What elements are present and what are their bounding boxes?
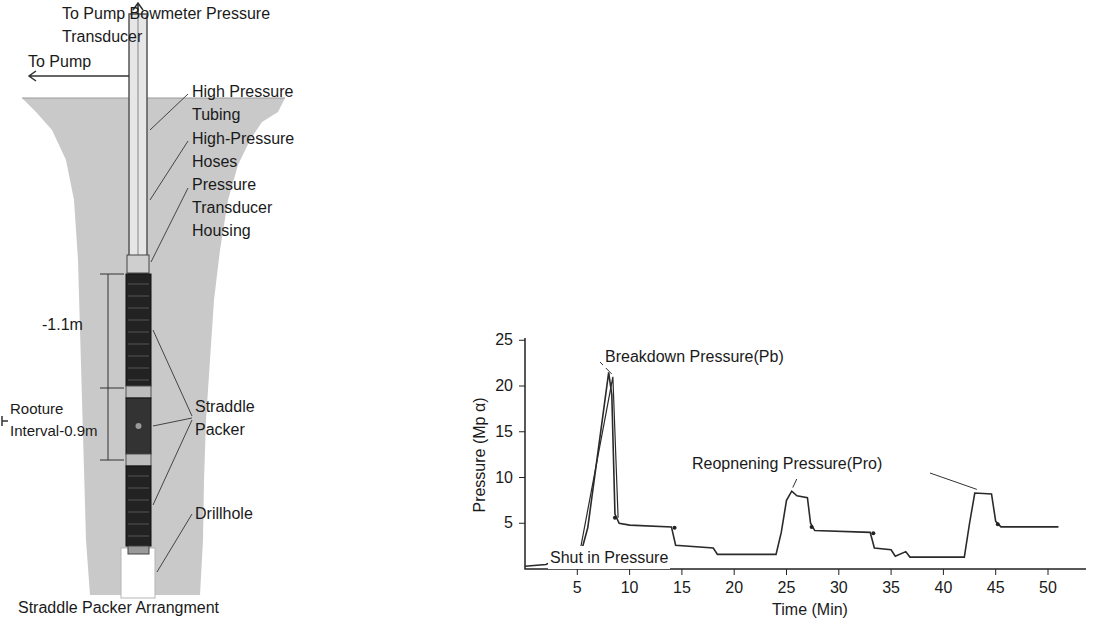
transducer-housing bbox=[127, 255, 149, 273]
x-tick-label: 30 bbox=[830, 576, 848, 599]
chart-leader-line bbox=[793, 479, 797, 488]
high-pressure-tubing bbox=[129, 14, 147, 274]
y-tick-label: 15 bbox=[495, 420, 513, 443]
caption-label: To Pump Bowmeter Pressure Transducer bbox=[62, 2, 272, 48]
ground-shading bbox=[22, 98, 285, 595]
x-tick-label: 50 bbox=[1039, 576, 1057, 599]
y-tick bbox=[519, 477, 525, 478]
y-tick-label: 10 bbox=[495, 466, 513, 489]
data-dot bbox=[810, 525, 814, 529]
packer-rib bbox=[128, 308, 149, 309]
figure-caption: Straddle Packer Arrangment bbox=[18, 596, 219, 619]
y-tick bbox=[519, 340, 525, 341]
to-pump-line bbox=[29, 71, 129, 81]
y-tick-label: 20 bbox=[495, 374, 513, 397]
data-dot bbox=[673, 526, 677, 530]
packer-rib bbox=[128, 488, 149, 489]
x-tick-label: 40 bbox=[934, 576, 952, 599]
dimension-lines bbox=[100, 274, 124, 460]
packer-rib bbox=[128, 536, 149, 537]
interval-marker bbox=[2, 416, 8, 426]
x-tick-label: 5 bbox=[573, 576, 582, 599]
axis-title: Time (Min) bbox=[772, 598, 848, 621]
part-label: Drillhole bbox=[195, 502, 253, 525]
pressure-time-chart bbox=[519, 338, 1086, 575]
packer-rib bbox=[128, 344, 149, 345]
packer-rib bbox=[128, 332, 149, 333]
leader-lines bbox=[150, 94, 192, 572]
data-dot bbox=[871, 531, 875, 535]
rupture-interval-section bbox=[126, 398, 151, 454]
packer-texture bbox=[128, 284, 149, 536]
pressure-curve-trace bbox=[579, 377, 618, 555]
packer-rib bbox=[128, 524, 149, 525]
x-tick-label: 15 bbox=[673, 576, 691, 599]
data-dot bbox=[613, 516, 617, 520]
y-tick bbox=[519, 431, 525, 432]
packer-end-cap bbox=[128, 546, 149, 554]
lower-packer bbox=[126, 466, 151, 546]
part-label: High Pressure Tubing bbox=[192, 80, 312, 126]
packer-rib bbox=[128, 284, 149, 285]
y-tick-label: 5 bbox=[504, 512, 513, 535]
axis-title: Pressure (Mp α) bbox=[468, 397, 491, 512]
chart-axes bbox=[525, 338, 1086, 569]
y-tick bbox=[519, 386, 525, 387]
tubing-inner-line bbox=[138, 14, 139, 274]
x-tick-label: 25 bbox=[778, 576, 796, 599]
pipe-label: To Pump bbox=[28, 50, 91, 73]
x-tick bbox=[681, 569, 682, 575]
x-tick-label: 45 bbox=[987, 576, 1005, 599]
x-tick bbox=[943, 569, 944, 575]
dimension-label: Rooture Interval-0.9m bbox=[10, 398, 106, 442]
packer-rib bbox=[128, 320, 149, 321]
drillhole bbox=[121, 548, 155, 598]
packer-rib bbox=[128, 368, 149, 369]
x-tick bbox=[995, 569, 996, 575]
annotation-label: Reopnening Pressure(Pro) bbox=[690, 452, 884, 475]
packer-rib bbox=[128, 476, 149, 477]
part-label: Pressure Transducer Housing bbox=[192, 173, 292, 243]
dimension-label: -1.1m bbox=[42, 313, 83, 336]
packer-rib bbox=[128, 512, 149, 513]
x-tick bbox=[577, 569, 578, 575]
pressure-curve bbox=[525, 372, 1058, 566]
y-tick-label: 25 bbox=[495, 329, 513, 352]
chart-leader-line bbox=[930, 473, 977, 489]
part-label: High-Pressure Hoses bbox=[192, 127, 312, 173]
x-tick-label: 10 bbox=[621, 576, 639, 599]
packer-rib bbox=[128, 380, 149, 381]
packer-band bbox=[126, 386, 151, 398]
annotation-label: Shut in Pressure bbox=[548, 546, 670, 569]
y-tick bbox=[519, 523, 525, 524]
packer-rib bbox=[128, 356, 149, 357]
packer-rib bbox=[128, 296, 149, 297]
upper-packer bbox=[126, 274, 151, 386]
injection-port bbox=[136, 423, 142, 429]
packer-rib bbox=[128, 500, 149, 501]
part-label: Straddle Packer bbox=[195, 395, 275, 441]
annotation-label: Breakdown Pressure(Pb) bbox=[603, 345, 786, 368]
packer-band bbox=[126, 454, 151, 466]
x-tick bbox=[891, 569, 892, 575]
x-tick-label: 20 bbox=[725, 576, 743, 599]
x-tick bbox=[734, 569, 735, 575]
data-dot bbox=[996, 522, 1000, 526]
x-tick bbox=[1048, 569, 1049, 575]
x-tick bbox=[786, 569, 787, 575]
x-tick bbox=[629, 569, 630, 575]
x-tick bbox=[838, 569, 839, 575]
x-tick-label: 35 bbox=[882, 576, 900, 599]
